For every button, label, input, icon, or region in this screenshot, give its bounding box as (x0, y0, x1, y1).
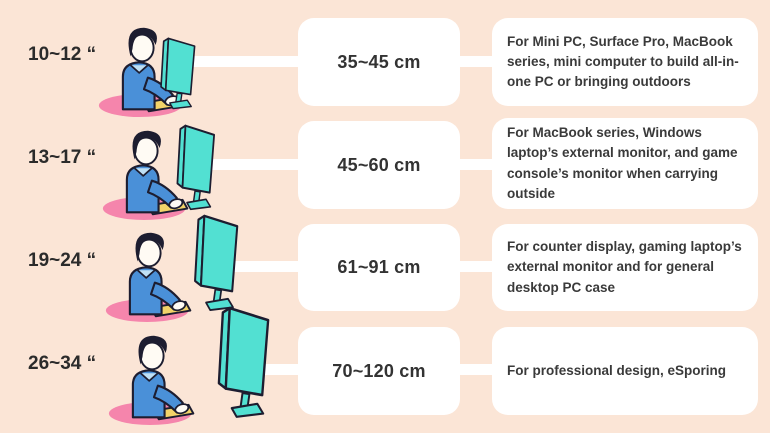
small-monitor-illustration (157, 37, 200, 110)
description-card: For counter display, gaming laptop’s ext… (492, 224, 758, 311)
person-at-desk-illustration (103, 227, 199, 323)
distance-value: 61~91 cm (337, 257, 421, 277)
distance-value: 45~60 cm (337, 154, 421, 175)
description-card: For Mini PC, Surface Pro, MacBook series… (492, 18, 758, 106)
description-text: For Mini PC, Surface Pro, MacBook series… (507, 33, 739, 90)
description-text: For counter display, gaming laptop’s ext… (507, 239, 742, 295)
size-label: 26~34 “ (28, 353, 97, 374)
description-text: For professional design, eSporing (507, 362, 727, 378)
person-at-desk-illustration (106, 330, 202, 426)
distance-card: 61~91 cm (298, 224, 460, 311)
description-card: For MacBook series, Windows laptop’s ext… (492, 118, 758, 209)
distance-card: 70~120 cm (298, 327, 460, 415)
size-label: 13~17 “ (28, 147, 97, 168)
distance-value: 35~45 cm (337, 51, 421, 72)
large-monitor-illustration (190, 214, 244, 312)
distance-card: 45~60 cm (298, 121, 460, 209)
distance-card: 35~45 cm (298, 18, 460, 106)
description-text: For MacBook series, Windows laptop’s ext… (507, 125, 738, 201)
size-label: 19~24 “ (28, 250, 97, 271)
size-label: 10~12 “ (28, 44, 97, 65)
medium-monitor-illustration (173, 124, 220, 211)
distance-value: 70~120 cm (332, 360, 426, 381)
extra-large-monitor-illustration (213, 306, 276, 419)
description-card: For professional design, eSporing (492, 327, 758, 415)
